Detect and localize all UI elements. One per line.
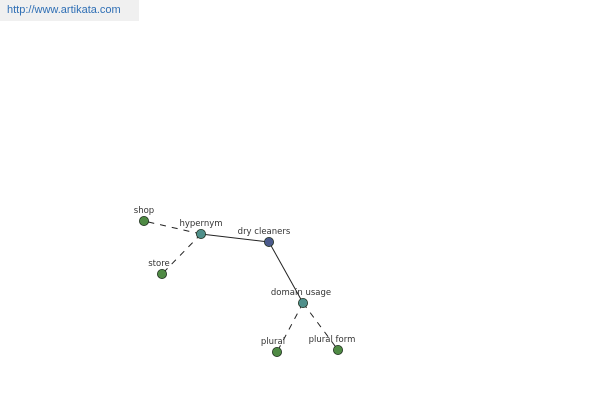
node-circle-dry-cleaners[interactable] (263, 236, 274, 247)
node-circle-store[interactable] (156, 268, 167, 279)
node-label-dry-cleaners: dry cleaners (238, 227, 291, 237)
node-circle-hypernym[interactable] (195, 228, 206, 239)
node-hypernym[interactable]: hypernym (179, 219, 223, 239)
node-plural[interactable]: plural (261, 337, 285, 357)
edge-dry-cleaners-to-domain-usage (268, 241, 304, 304)
node-label-plural: plural (261, 337, 285, 347)
node-label-store: store (148, 259, 170, 269)
edge-domain-usage-to-plural-form (302, 302, 339, 351)
graph-edges (143, 220, 339, 353)
edge-domain-usage-to-plural (276, 302, 304, 353)
node-label-hypernym: hypernym (179, 219, 222, 229)
edge-dry-cleaners-to-hypernym (200, 233, 270, 243)
node-label-plural-form: plural form (309, 335, 356, 345)
edge-hypernym-to-store (161, 233, 202, 275)
node-circle-plural[interactable] (271, 346, 282, 357)
edge-hypernym-to-shop (143, 220, 202, 235)
node-circle-shop[interactable] (138, 215, 149, 226)
node-domain-usage[interactable]: domain usage (271, 288, 331, 308)
node-label-domain-usage: domain usage (271, 288, 331, 298)
source-url-text: http://www.artikata.com (0, 0, 139, 21)
node-dry-cleaners[interactable]: dry cleaners (238, 227, 291, 247)
node-circle-domain-usage[interactable] (297, 297, 308, 308)
node-store[interactable]: store (148, 259, 170, 279)
node-shop[interactable]: shop (134, 206, 154, 226)
graph-nodes: dry cleaners hypernym domain usage shop stor… (134, 206, 356, 357)
node-plural-form[interactable]: plural form (309, 335, 356, 355)
node-circle-plural-form[interactable] (332, 344, 343, 355)
node-label-shop: shop (134, 206, 154, 216)
